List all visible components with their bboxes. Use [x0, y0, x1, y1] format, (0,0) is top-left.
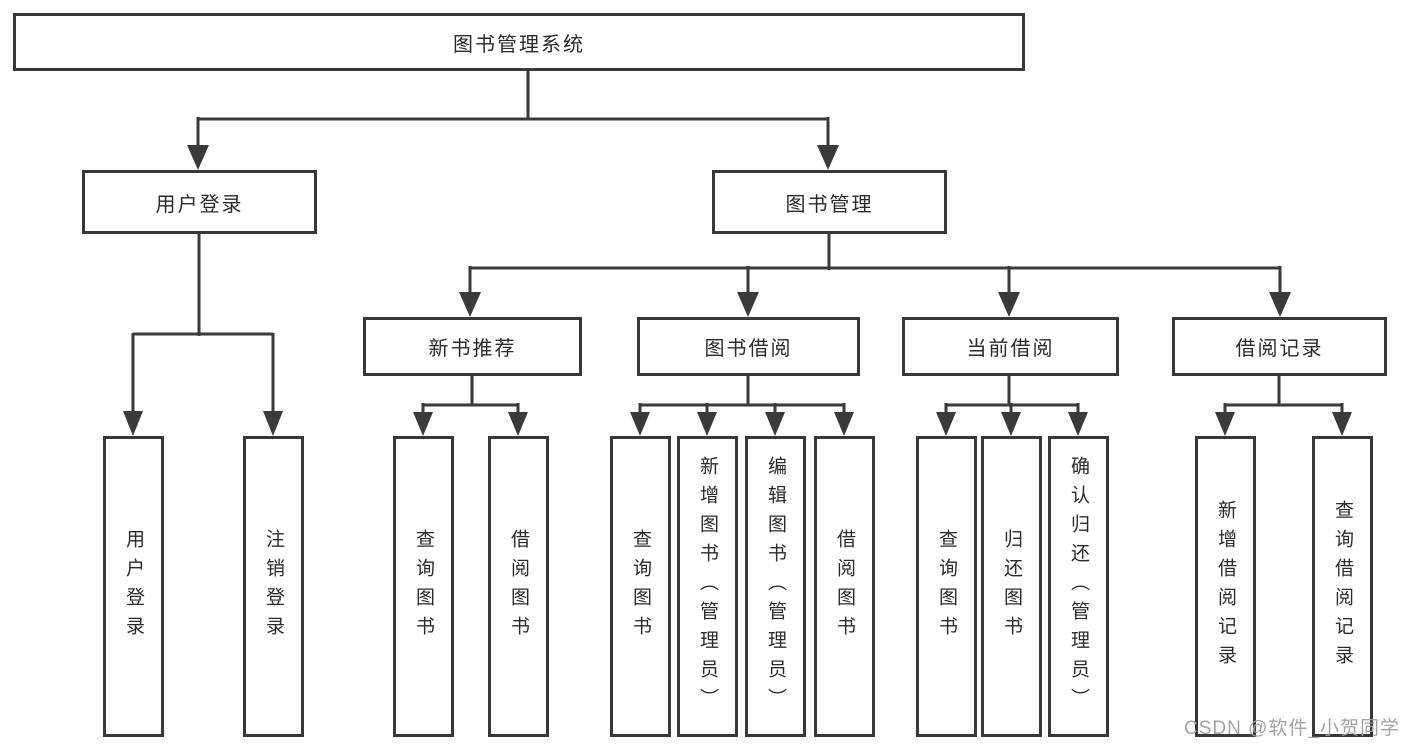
borrow-records-connectors — [1215, 375, 1352, 436]
node-root: 图书管理系统 — [13, 13, 1025, 71]
node-new-books: 新书推荐 — [363, 317, 582, 376]
leaf-current-return: 归还图书 — [981, 436, 1042, 737]
node-label: 查询图书 — [936, 528, 957, 645]
new-books-connectors — [413, 375, 528, 436]
book-borrow-connectors — [630, 375, 854, 436]
node-label: 图书管理 — [785, 193, 874, 216]
node-label: 图书管理系统 — [453, 33, 585, 56]
leaf-borrow-add-admin: 新增图书（管理员） — [677, 436, 738, 737]
leaf-current-query: 查询图书 — [916, 436, 977, 737]
node-current-borrow: 当前借阅 — [902, 317, 1119, 376]
node-label: 查询图书 — [413, 528, 434, 645]
node-label: 新书推荐 — [428, 338, 517, 360]
leaf-borrow-query: 查询图书 — [610, 436, 671, 737]
node-borrow-records: 借阅记录 — [1172, 317, 1387, 376]
node-label: 确认归还（管理员） — [1068, 456, 1089, 717]
leaf-borrow-edit-admin: 编辑图书（管理员） — [745, 436, 806, 737]
node-book-borrow: 图书借阅 — [637, 317, 860, 376]
root-connectors — [187, 70, 839, 170]
leaf-current-confirm-admin: 确认归还（管理员） — [1048, 436, 1109, 737]
node-label: 图书借阅 — [704, 338, 793, 360]
node-label: 用户登录 — [123, 528, 144, 645]
node-label: 新增借阅记录 — [1215, 499, 1236, 674]
node-label: 注销登录 — [263, 528, 284, 645]
node-label: 新增图书（管理员） — [697, 456, 718, 717]
node-label: 查询借阅记录 — [1332, 499, 1353, 674]
node-label: 借阅图书 — [508, 528, 529, 645]
node-label: 当前借阅 — [966, 338, 1055, 360]
node-label: 借阅记录 — [1235, 338, 1324, 360]
current-borrow-connectors — [936, 375, 1088, 436]
node-label: 查询图书 — [630, 528, 651, 645]
user-login-connectors — [123, 233, 283, 436]
leaf-logout: 注销登录 — [243, 436, 304, 737]
watermark-text: CSDN @软件_小贺同学 — [1184, 718, 1400, 739]
leaf-user-login: 用户登录 — [103, 436, 164, 737]
node-label: 归还图书 — [1001, 528, 1022, 645]
leaf-borrow-borrow: 借阅图书 — [814, 436, 875, 737]
node-book-mgmt: 图书管理 — [712, 170, 947, 234]
book-mgmt-connectors — [459, 233, 1291, 317]
leaf-records-query: 查询借阅记录 — [1312, 436, 1373, 737]
node-label: 借阅图书 — [834, 528, 855, 645]
node-label: 用户登录 — [155, 193, 244, 216]
node-user-login: 用户登录 — [82, 170, 317, 234]
leaf-new-books-borrow: 借阅图书 — [488, 436, 549, 737]
node-label: 编辑图书（管理员） — [765, 456, 786, 717]
leaf-records-add: 新增借阅记录 — [1195, 436, 1256, 737]
leaf-new-books-query: 查询图书 — [393, 436, 454, 737]
